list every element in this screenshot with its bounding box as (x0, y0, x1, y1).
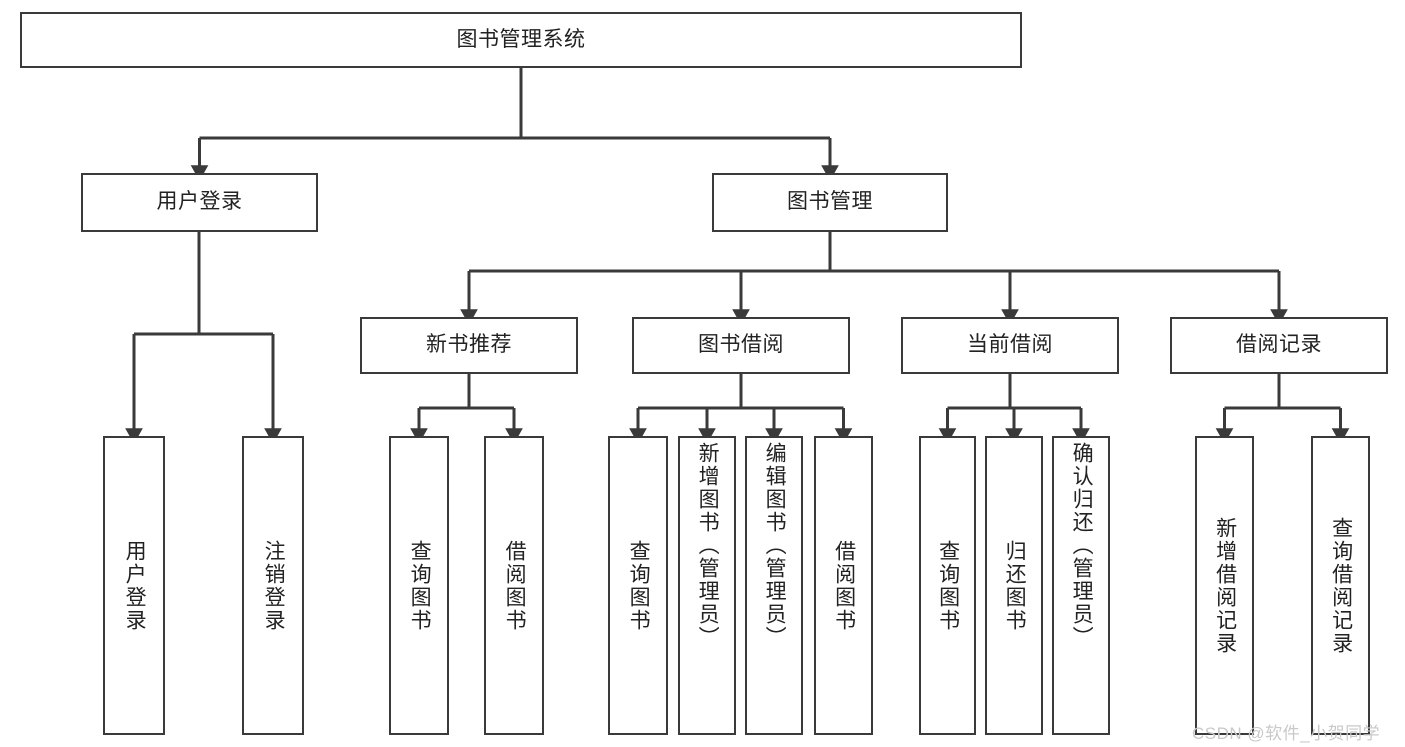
node-new-book-rec[interactable]: 新书推荐 (360, 317, 578, 374)
node-leaf-borrow-book[interactable]: 借阅图书 (814, 436, 873, 735)
node-label: 新增图书（管理员） (696, 442, 720, 649)
node-label: 新书推荐 (426, 333, 512, 357)
node-label: 查询图书 (408, 539, 432, 632)
edge-group (125, 68, 1350, 444)
node-label: 借阅图书 (832, 539, 856, 632)
node-label: 图书管理 (787, 190, 873, 214)
node-label: 当前借阅 (967, 333, 1053, 357)
node-label: 查询图书 (936, 539, 960, 632)
node-label: 图书管理系统 (456, 27, 586, 51)
node-label: 查询借阅记录 (1329, 516, 1353, 655)
node-leaf-borrow-book-rec[interactable]: 借阅图书 (484, 436, 544, 735)
node-label: 借阅图书 (503, 539, 527, 632)
node-leaf-query-book-borrow[interactable]: 查询图书 (608, 436, 668, 735)
node-leaf-edit-book[interactable]: 编辑图书（管理员） (745, 436, 803, 735)
node-leaf-user-login[interactable]: 用户登录 (103, 436, 165, 735)
node-leaf-return-book[interactable]: 归还图书 (985, 436, 1043, 735)
node-current-borrow[interactable]: 当前借阅 (901, 317, 1119, 374)
node-leaf-confirm-return[interactable]: 确认归还（管理员） (1052, 436, 1110, 735)
node-label: 图书借阅 (698, 333, 784, 357)
node-borrow-record[interactable]: 借阅记录 (1170, 317, 1388, 374)
node-label: 借阅记录 (1236, 333, 1322, 357)
node-leaf-query-record[interactable]: 查询借阅记录 (1311, 436, 1370, 735)
node-book-borrow[interactable]: 图书借阅 (632, 317, 850, 374)
node-label: 用户登录 (123, 539, 147, 632)
node-leaf-query-book-current[interactable]: 查询图书 (919, 436, 976, 735)
node-leaf-add-book[interactable]: 新增图书（管理员） (678, 436, 736, 735)
node-label: 查询图书 (627, 539, 651, 632)
node-label: 新增借阅记录 (1213, 516, 1237, 655)
node-leaf-query-book-rec[interactable]: 查询图书 (389, 436, 449, 735)
node-label: 归还图书 (1003, 539, 1027, 632)
node-user-login[interactable]: 用户登录 (81, 173, 318, 232)
node-label: 用户登录 (156, 190, 243, 214)
watermark-text: CSDN @软件_小贺同学 (1192, 724, 1381, 743)
node-label: 确认归还（管理员） (1070, 442, 1094, 649)
node-label: 编辑图书（管理员） (763, 442, 787, 649)
node-leaf-add-record[interactable]: 新增借阅记录 (1195, 436, 1254, 735)
node-label: 注销登录 (262, 539, 286, 632)
node-leaf-user-logout[interactable]: 注销登录 (242, 436, 304, 735)
node-book-manage[interactable]: 图书管理 (712, 173, 948, 232)
node-root[interactable]: 图书管理系统 (20, 12, 1022, 68)
